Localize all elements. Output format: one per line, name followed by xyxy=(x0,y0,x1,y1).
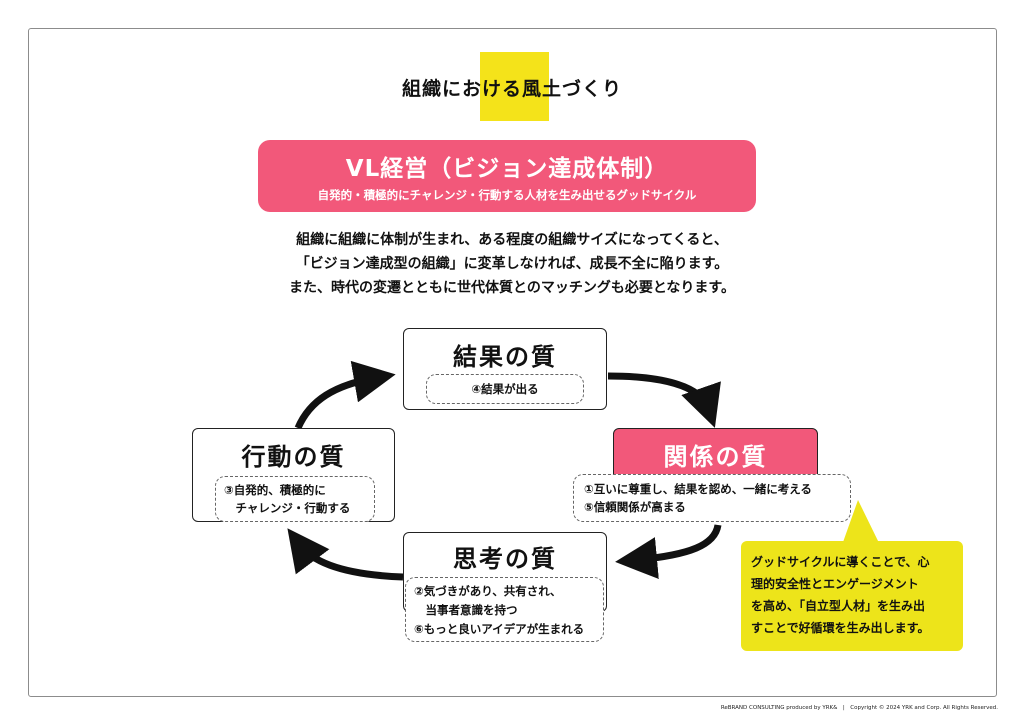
node-result-title: 結果の質 xyxy=(453,343,557,371)
tag-thinking: ②気づきがあり、共有され、 当事者意識を持つ ⑥もっと良いアイデアが生まれる xyxy=(405,577,604,642)
tag-thinking-line: ⑥もっと良いアイデアが生まれる xyxy=(414,622,585,636)
description-line: また、時代の変遷とともに世代体質とのマッチングも必要となります。 xyxy=(288,280,736,296)
tag-action-line: チャレンジ・行動する xyxy=(224,501,351,515)
tag-relation: ①互いに尊重し、結果を認め、一緒に考える ⑤信頼関係が高まる xyxy=(573,474,851,522)
arrow-relation-to-thinking xyxy=(615,524,722,579)
vl-banner: VL経営（ビジョン達成体制） 自発的・積極的にチャレンジ・行動する人材を生み出せ… xyxy=(258,140,756,212)
tag-relation-line: ⑤信頼関係が高まる xyxy=(584,500,686,514)
callout-line: 理的安全性とエンゲージメント xyxy=(751,577,919,591)
tag-relation-line: ①互いに尊重し、結果を認め、一緒に考える xyxy=(584,482,812,496)
description: 組織に組織に体制が生まれ、ある程度の組織サイズになってくると、 「ビジョン達成型… xyxy=(0,228,1024,300)
tag-action: ③自発的、積極的に チャレンジ・行動する xyxy=(215,476,375,522)
description-line: 「ビジョン達成型の組織」に変革しなければ、成長不全に陥ります。 xyxy=(295,256,729,272)
page-title: 組織における風土づくり xyxy=(401,78,622,100)
description-line: 組織に組織に体制が生まれ、ある程度の組織サイズになってくると、 xyxy=(296,232,728,248)
tag-thinking-line: 当事者意識を持つ xyxy=(414,603,518,617)
arrow-action-to-result xyxy=(294,360,396,430)
slide-frame xyxy=(28,28,997,697)
callout-box: グッドサイクルに導くことで、心 理的安全性とエンゲージメント を高め、「自立型人… xyxy=(741,541,963,651)
vl-title: VL経営（ビジョン達成体制） xyxy=(345,156,669,182)
title-highlight xyxy=(480,52,549,121)
arrow-result-to-relation xyxy=(607,372,721,428)
callout-line: グッドサイクルに導くことで、心 xyxy=(751,555,930,569)
tag-thinking-line: ②気づきがあり、共有され、 xyxy=(414,584,562,598)
tag-result-line: ④結果が出る xyxy=(471,382,539,396)
callout-line: すことで好循環を生み出します。 xyxy=(751,621,930,635)
callout-line: を高め、「自立型人材」を生み出 xyxy=(751,599,926,613)
tag-action-line: ③自発的、積極的に xyxy=(224,483,326,497)
node-thinking-title: 思考の質 xyxy=(453,545,557,573)
node-action-title: 行動の質 xyxy=(241,443,346,471)
tag-result: ④結果が出る xyxy=(426,374,584,404)
arrow-thinking-to-action xyxy=(287,528,404,581)
node-relation-title: 関係の質 xyxy=(663,443,768,471)
vl-subtitle: 自発的・積極的にチャレンジ・行動する人材を生み出せるグッドサイクル xyxy=(317,188,697,202)
footer-copyright: ReBRAND CONSULTING produced by YRK& | Co… xyxy=(720,705,998,711)
